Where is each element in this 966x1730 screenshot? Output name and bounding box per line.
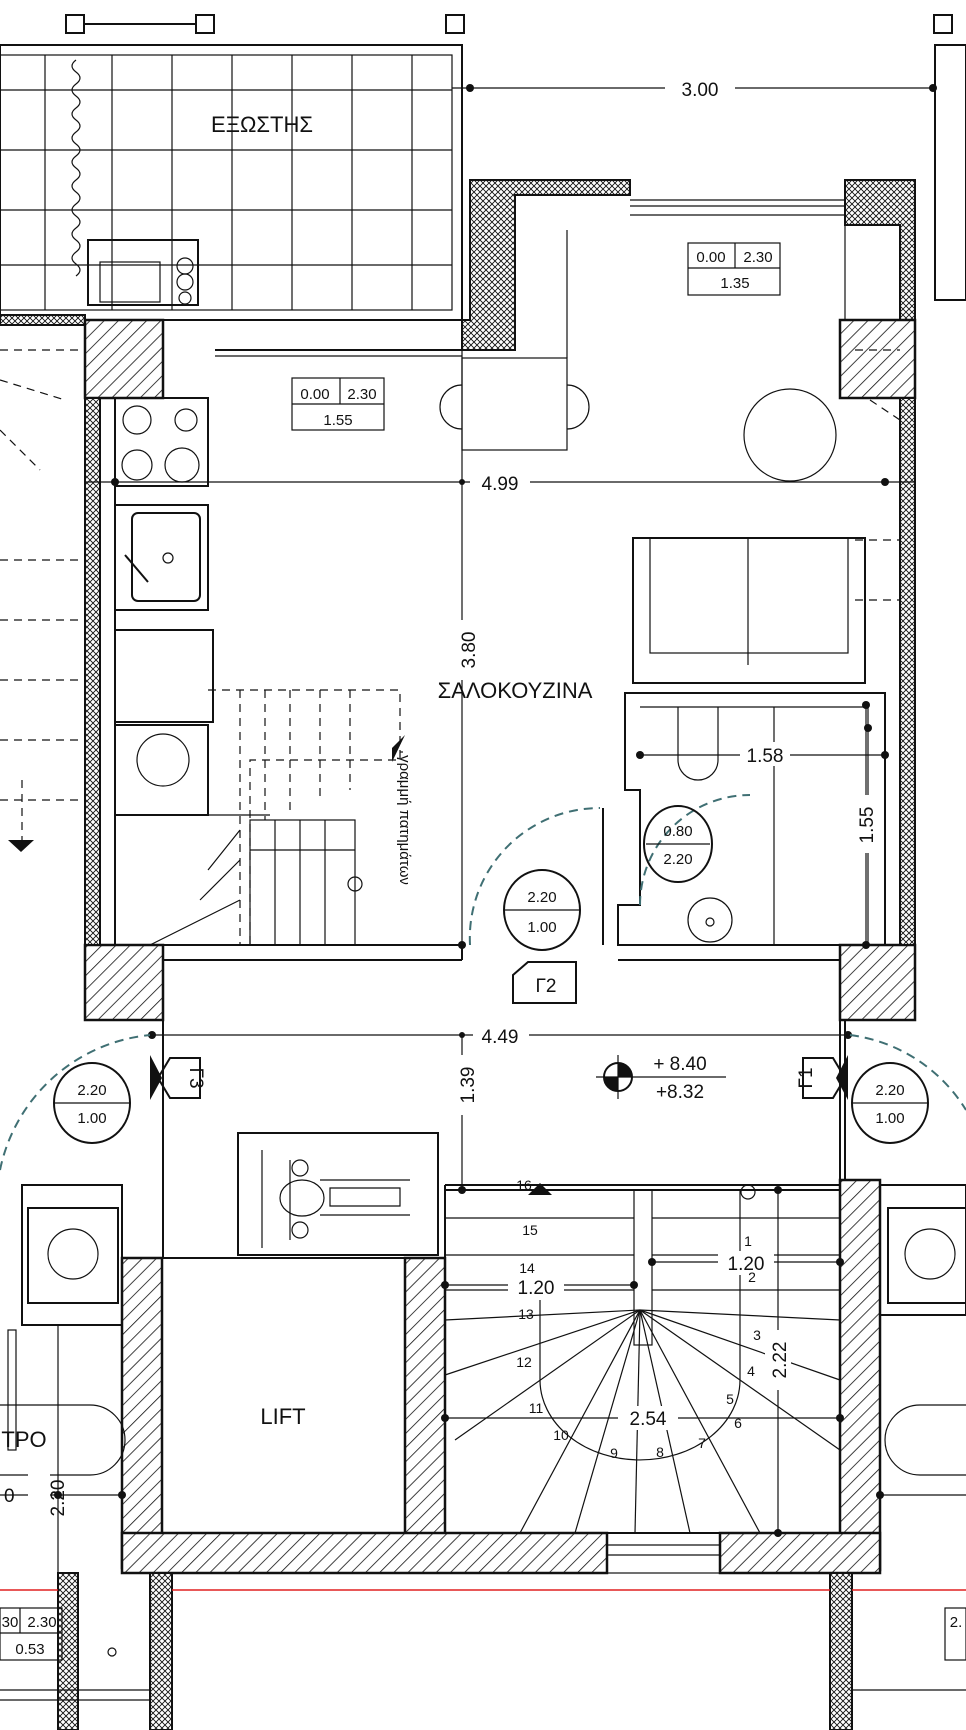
balcony: ΕΞΩΣΤΗΣ [0, 14, 953, 321]
balcony-tiles [0, 55, 452, 310]
stove-icon [122, 405, 152, 435]
window-sill-label: 0.00 [300, 386, 329, 403]
stair-step-number: 2 [748, 1269, 756, 1285]
sofa-icon [632, 537, 866, 684]
door-tag-g2 [512, 961, 577, 1004]
stair-step-number: 3 [753, 1327, 761, 1343]
railing-post [195, 14, 215, 34]
level-structural: +8.32 [656, 1082, 704, 1103]
main-stair [441, 1183, 844, 1574]
right-door-height: 2.20 [875, 1082, 904, 1099]
window-head-label: 2.30 [743, 249, 772, 266]
room-label-kitchen-living: ΣΑΛΟΚΟΥΖΙΝΑ [438, 678, 593, 703]
toilet-icon [677, 707, 719, 781]
right-door-width: 1.00 [875, 1110, 904, 1127]
room-label-balcony: ΕΞΩΣΤΗΣ [211, 112, 313, 137]
right-door: 2.20 1.00 Γ1 [796, 1034, 966, 1144]
main-door: 2.20 1.00 Γ2 [468, 806, 604, 1004]
arrow-icon [392, 735, 405, 762]
right-window-sill: 2. [950, 1614, 963, 1631]
bathroom: 1.58 1.55 0.80 2.20 [617, 692, 889, 949]
dim-stair-landing: 1.20 [728, 1254, 765, 1275]
dim-living-width: 4.99 [482, 474, 519, 495]
level-marker-icon [596, 1055, 726, 1099]
balcony-window: 0.00 2.30 1.35 [630, 199, 845, 296]
dim-bath-depth: 1.55 [857, 807, 878, 844]
dim-corridor-width: 4.49 [482, 1027, 519, 1048]
left-door-width: 1.00 [77, 1110, 106, 1127]
main-door-height: 2.20 [527, 889, 556, 906]
main-door-width: 1.00 [527, 919, 556, 936]
stair-step-number: 1 [744, 1233, 752, 1249]
railing-post [65, 14, 85, 34]
left-room [0, 1184, 966, 1701]
walls [0, 179, 917, 1730]
railing-post [933, 14, 953, 34]
kitchen-window: 0.00 2.30 1.55 [215, 349, 462, 431]
dim-living-depth: 3.80 [459, 632, 480, 669]
stair-step-number: 12 [516, 1354, 532, 1370]
railing-post [445, 14, 465, 34]
door-tag-g3: Γ3 [185, 1067, 206, 1088]
bath-door-width: 0.80 [663, 823, 692, 840]
left-door: 2.20 1.00 Γ3 [0, 1034, 206, 1171]
stair-step-number: 7 [698, 1435, 706, 1451]
door-tag-g2-label: Γ2 [535, 976, 556, 997]
wheelchair-icon [237, 1132, 439, 1256]
stair-step-number: 4 [747, 1363, 755, 1379]
door-tag-g1: Γ1 [796, 1067, 817, 1088]
air-conditioner-unit [87, 239, 199, 306]
lift: LIFT [161, 1257, 406, 1534]
washbasin-icon [687, 897, 733, 943]
partitions [99, 398, 846, 1259]
stair-step-number: 15 [522, 1222, 538, 1238]
washing-machine [114, 724, 209, 816]
neighbor-stair [0, 349, 901, 850]
table-icon [439, 357, 837, 482]
neighbor-balcony [934, 44, 966, 301]
dim-corridor-depth: 1.39 [458, 1067, 479, 1104]
dim-bath-width: 1.58 [747, 746, 784, 767]
internal-stair: γραμμή πατημάτων [149, 689, 413, 946]
stair-step-number: 16 [516, 1177, 532, 1193]
rainwater-pipe [71, 59, 81, 277]
room-label-left-cut: ΤΡΟ [1, 1427, 46, 1452]
stair-step-number: 5 [726, 1391, 734, 1407]
dim-stair-width: 2.54 [630, 1409, 667, 1430]
stair-step-number: 14 [519, 1260, 535, 1276]
stair-walkline-label: γραμμή πατημάτων [396, 755, 413, 885]
stair-step-number: 10 [553, 1427, 569, 1443]
left-door-height: 2.20 [77, 1082, 106, 1099]
window-width-label: 1.55 [323, 412, 352, 429]
sink-icon [131, 512, 201, 602]
dim-left-room-depth: 2.20 [48, 1480, 69, 1517]
left-window-head: 2.30 [27, 1614, 56, 1631]
stair-step-number: 9 [610, 1445, 618, 1461]
left-window-width: 0.53 [15, 1641, 44, 1658]
window-width-label: 1.35 [720, 275, 749, 292]
fridge [114, 629, 214, 723]
dim-stair-depth: 2.22 [770, 1342, 791, 1379]
window-head-label: 2.30 [347, 386, 376, 403]
level-finished: + 8.40 [653, 1054, 706, 1075]
stair-step-number: 6 [734, 1415, 742, 1431]
lift-label: LIFT [260, 1404, 305, 1429]
dim-left-edge: 0 [4, 1486, 15, 1507]
stair-step-number: 8 [656, 1444, 664, 1460]
right-room [852, 1184, 966, 1691]
window-sill-label: 0.00 [696, 249, 725, 266]
stair-step-number: 11 [529, 1400, 544, 1416]
left-window-sill: 30 [2, 1614, 19, 1631]
dim-balcony-width: 3.00 [682, 80, 719, 101]
stair-step-number: 13 [518, 1306, 534, 1322]
dim-stair-left: 1.20 [518, 1278, 555, 1299]
kitchen-counter [114, 397, 214, 816]
bath-door-height: 2.20 [663, 851, 692, 868]
